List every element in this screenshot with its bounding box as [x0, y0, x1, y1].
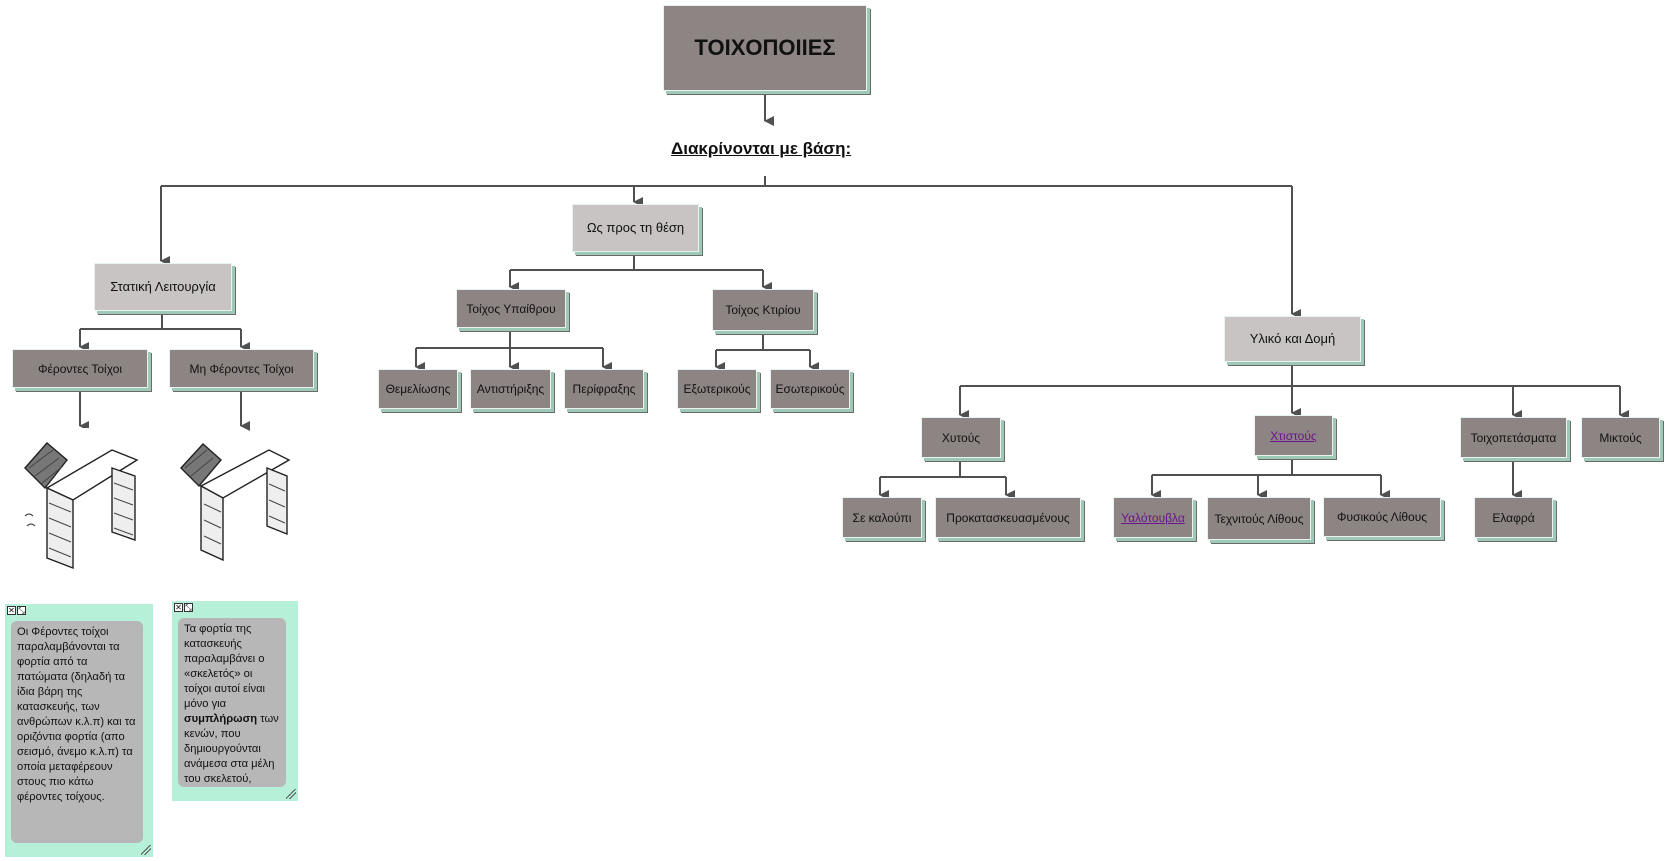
- node-label: Φυσικούς Λίθους: [1336, 510, 1428, 524]
- node-label: Θεμελίωσης: [385, 382, 451, 396]
- note-text: Οι Φέροντες τοίχοι παραλαμβάνονται τα φο…: [11, 621, 143, 843]
- note-bearing-walls[interactable]: ✕ ⤡ Οι Φέροντες τοίχοι παραλαμβάνονται τ…: [5, 604, 153, 857]
- node-label: Προκατασκευασμένους: [946, 510, 1070, 525]
- node-interior: Εσωτερικούς: [770, 369, 850, 409]
- node-label: Μικτούς: [1599, 430, 1642, 445]
- node-label: Τεχνιτούς Λίθους: [1214, 511, 1304, 526]
- node-label: Φέροντες Τοίχοι: [37, 361, 123, 376]
- note-text-part: Τα φορτία της κατασκευής παραλαμβάνει ο …: [184, 623, 266, 710]
- arch-drawing-icon: [24, 442, 139, 570]
- node-mixed: Μικτούς: [1581, 417, 1660, 458]
- note-controls: ✕ ⤡: [174, 603, 193, 612]
- node-static-function: Στατική Λειτουργία: [94, 263, 232, 311]
- resize-icon[interactable]: ⤡: [184, 603, 193, 612]
- node-fencing: Περίφραξης: [564, 369, 644, 409]
- node-label: Τοιχοπετάσματα: [1470, 430, 1557, 445]
- node-label: Ως προς τη θέση: [586, 220, 685, 235]
- node-non-bearing-walls: Μη Φέροντες Τοίχοι: [169, 349, 314, 388]
- node-retaining: Αντιστήριξης: [470, 369, 551, 409]
- node-built[interactable]: Χτιστούς: [1254, 415, 1333, 456]
- node-light: Ελαφρά: [1474, 497, 1553, 538]
- note-non-bearing-walls[interactable]: ✕ ⤡ Τα φορτία της κατασκευής παραλαμβάνε…: [172, 601, 298, 801]
- node-label: Τοίχος Υπαίθρου: [466, 301, 556, 316]
- note-text-part: των κενών, που δημιουργούνται ανάμεσα στ…: [184, 713, 279, 785]
- node-label: Αντιστήριξης: [476, 382, 545, 396]
- node-artificial-stones: Τεχνιτούς Λίθους: [1207, 497, 1311, 540]
- node-label: Χυτούς: [941, 430, 981, 445]
- node-label: Στατική Λειτουργία: [110, 279, 216, 294]
- built-link[interactable]: Χτιστούς: [1270, 428, 1317, 443]
- node-label: Ελαφρά: [1492, 510, 1535, 525]
- note-text: Τα φορτία της κατασκευής παραλαμβάνει ο …: [178, 618, 286, 787]
- node-material-structure: Υλικό και Δομή: [1224, 316, 1361, 362]
- node-label: Εξωτερικούς: [683, 382, 751, 396]
- node-label: Μη Φέροντες Τοίχοι: [189, 361, 294, 376]
- note-bold-text: συμπλήρωση: [184, 713, 258, 725]
- node-label: Σε καλούπι: [852, 510, 912, 525]
- resize-grip-icon[interactable]: [141, 845, 151, 855]
- node-wall-panels: Τοιχοπετάσματα: [1460, 417, 1567, 458]
- node-building-wall: Τοίχος Κτιρίου: [712, 289, 814, 331]
- close-icon[interactable]: ✕: [174, 603, 183, 612]
- node-glass-blocks[interactable]: Υαλότουβλα: [1113, 497, 1193, 538]
- bearing-wall-illustration: [17, 428, 149, 574]
- node-bearing-walls: Φέροντες Τοίχοι: [12, 349, 148, 388]
- node-natural-stones: Φυσικούς Λίθους: [1323, 497, 1441, 537]
- node-in-formwork: Σε καλούπι: [842, 497, 922, 538]
- resize-icon[interactable]: ⤡: [17, 606, 26, 615]
- glass-blocks-link[interactable]: Υαλότουβλα: [1121, 510, 1185, 525]
- node-foundation: Θεμελίωσης: [378, 369, 458, 409]
- node-position: Ως προς τη θέση: [572, 204, 699, 252]
- node-label: Περίφραξης: [572, 382, 636, 396]
- node-label: Υλικό και Δομή: [1249, 331, 1336, 346]
- root-node: ΤΟΙΧΟΠΟΙΙΕΣ: [663, 5, 867, 91]
- node-label: Εσωτερικούς: [775, 382, 845, 396]
- node-cast: Χυτούς: [921, 417, 1001, 458]
- resize-grip-icon[interactable]: [286, 789, 296, 799]
- node-outdoor-wall: Τοίχος Υπαίθρου: [456, 289, 566, 328]
- note-controls: ✕ ⤡: [7, 606, 26, 615]
- non-bearing-wall-illustration: [177, 434, 305, 566]
- node-exterior: Εξωτερικούς: [677, 369, 757, 409]
- criteria-heading: Διακρίνονται με βάση:: [671, 139, 852, 158]
- close-icon[interactable]: ✕: [7, 606, 16, 615]
- node-prefabricated: Προκατασκευασμένους: [935, 497, 1081, 538]
- root-label: ΤΟΙΧΟΠΟΙΙΕΣ: [694, 35, 836, 60]
- node-label: Τοίχος Κτιρίου: [725, 303, 801, 317]
- frame-drawing-icon: [180, 443, 291, 562]
